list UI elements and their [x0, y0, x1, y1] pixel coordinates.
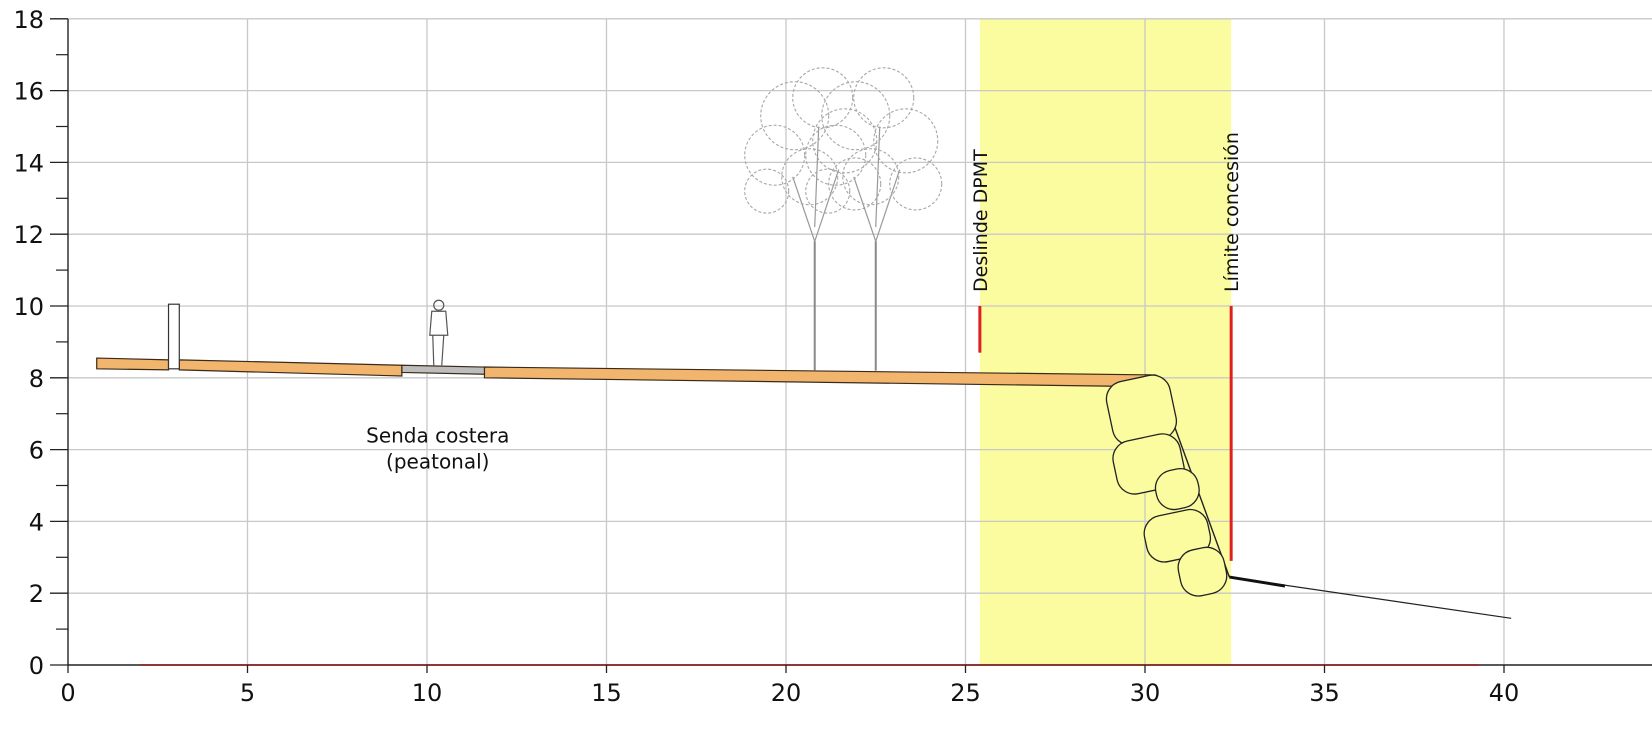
tree-foliage	[873, 108, 939, 174]
marker-layer	[978, 306, 1233, 561]
rock-4	[1177, 546, 1228, 597]
x-tick-label-5: 5	[240, 679, 255, 707]
y-tick-label-16: 16	[13, 78, 44, 106]
x-tick-label-30: 30	[1130, 679, 1161, 707]
rock-2	[1154, 467, 1200, 511]
marker-label-limite: Límite concesión	[1221, 132, 1243, 292]
path-annotation-line-1: Senda costera	[366, 423, 509, 447]
y-tick-label-6: 6	[29, 437, 44, 465]
y-tick-label-10: 10	[13, 293, 44, 321]
figures-layer	[167, 67, 943, 371]
tree-foliage	[792, 67, 854, 129]
tree-foliage	[805, 124, 867, 186]
tree-foliage	[744, 124, 806, 186]
post	[167, 303, 180, 370]
x-tick-label-20: 20	[771, 679, 802, 707]
tree-foliage	[828, 157, 882, 211]
tree-foliage	[842, 148, 900, 206]
x-tick-label-35: 35	[1309, 679, 1340, 707]
y-tick-label-14: 14	[13, 149, 44, 177]
tree-foliage	[744, 168, 790, 214]
tree-foliage	[781, 148, 839, 206]
y-tick-label-2: 2	[29, 580, 44, 608]
tree-foliage	[889, 157, 943, 211]
tree-foliage	[760, 81, 830, 151]
y-tick-label-12: 12	[13, 221, 44, 249]
y-tick-label-18: 18	[13, 6, 44, 34]
y-tick-label-0: 0	[29, 652, 44, 680]
x-tick-label-25: 25	[950, 679, 981, 707]
label-layer: Senda costera (peatonal) Deslinde DPMT L…	[366, 132, 1243, 473]
tree-icon	[805, 67, 943, 371]
path-annotation-line-2: (peatonal)	[386, 449, 489, 473]
tree-icon	[744, 67, 882, 371]
coastal-path-slab	[401, 364, 486, 375]
terrain-slab-1	[178, 359, 403, 377]
y-tick-label-8: 8	[29, 365, 44, 393]
tree-foliage	[853, 67, 915, 129]
y-tick-label-4: 4	[29, 508, 44, 536]
person-body	[429, 310, 449, 336]
tree-foliage	[812, 108, 878, 174]
marker-label-deslinde: Deslinde DPMT	[970, 149, 992, 292]
x-tick-label-0: 0	[60, 679, 75, 707]
person-legs	[432, 335, 445, 366]
tree-branches	[853, 126, 901, 242]
person-head	[433, 299, 445, 311]
seabed-edge	[1229, 575, 1286, 588]
grid-layer	[68, 18, 1652, 665]
x-tick-label-15: 15	[591, 679, 622, 707]
terrain-layer	[96, 357, 1512, 619]
tree-foliage	[805, 168, 851, 214]
tree-foliage	[821, 81, 891, 151]
x-tick-label-10: 10	[412, 679, 443, 707]
person-icon	[429, 299, 449, 366]
tree-branches	[792, 126, 840, 242]
x-tick-label-40: 40	[1489, 679, 1520, 707]
axis-layer: 0 2 4 6 8 10 12 14 16 18 0 5 10 15 20 25 30 35 40	[13, 6, 1652, 707]
terrain-slab-0	[96, 357, 170, 371]
